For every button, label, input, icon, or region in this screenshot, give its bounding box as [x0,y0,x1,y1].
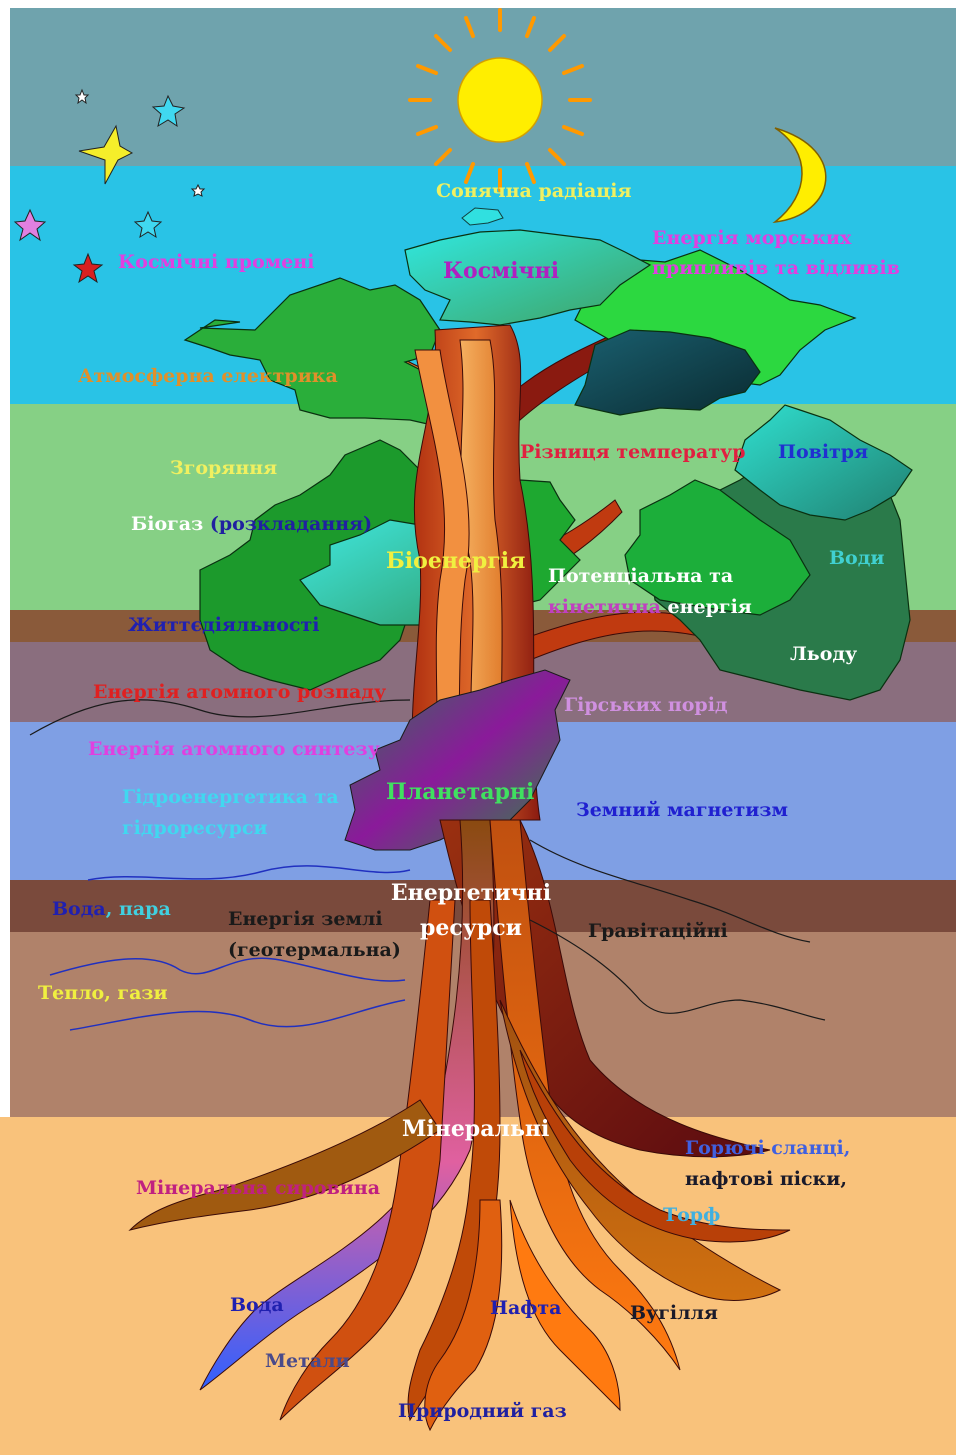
label-mineral: Мінеральні [402,1116,550,1142]
label-tidal-1: Енергія морських [652,227,852,249]
label-temperature-difference: Різниця температур [520,441,746,463]
star-icon [13,208,47,242]
label-heat-gases: Тепло, гази [38,982,168,1004]
label-potential-line: кінетична енергія [548,596,752,618]
star-icon [72,252,104,284]
label-biogas: Біогаз [131,513,204,535]
label-atomic-decay: Енергія атомного розпаду [93,681,387,703]
label-atmospheric-electricity: Атмосферна електрика [78,365,338,387]
label-coal: Вугілля [630,1302,718,1324]
label-cosmic-rays: Космічні промені [118,251,315,273]
cosmic-canopy [404,229,652,326]
stars [13,88,206,284]
label-biogas-line: Біогаз (розкладання) [131,513,372,535]
small-cloud [461,207,504,226]
label-planetary: Планетарні [386,779,535,805]
canopy [183,229,913,701]
label-water-steam-line: Вода, пара [52,898,171,920]
label-earth-magnetism: Земний магнетизм [576,799,788,821]
label-gravitational: Гравітаційні [588,920,728,942]
star-icon [78,124,134,185]
label-waters: Води [829,547,885,569]
label-hydro-1: Гідроенергетика та [122,786,339,808]
label-oil: Нафта [490,1297,562,1319]
label-air: Повітря [778,441,869,463]
label-cosmic: Космічні [443,258,560,284]
air-canopy [734,404,913,521]
label-combustion: Згоряння [170,457,278,479]
label-earth-energy-1: Енергія землі [228,908,383,930]
star-icon [133,210,163,239]
label-mineral-raw: Мінеральна сировина [136,1177,381,1199]
label-energy-resources-2: ресурси [420,915,522,941]
label-oil-shale-1: Горючі сланці, [685,1137,851,1159]
label-vital-activity: Життєдіяльності [128,614,320,636]
label-kinetic: кінетична [548,596,661,618]
label-solar-radiation: Сонячна радіація [436,180,632,202]
label-ice: Льоду [790,643,858,665]
label-hydro-2: гідроресурси [122,817,268,839]
label-rocks: Гірських порід [564,694,728,716]
label-peat: Торф [663,1204,721,1226]
star-icon [190,183,206,197]
label-bioenergy: Біоенергія [386,548,526,574]
label-tidal-2: припливів та відливів [652,257,900,279]
label-decomposition: (розкладання) [209,513,373,535]
star-icon [151,94,186,128]
label-root-water: Вода [230,1294,284,1316]
flow-lines [29,699,826,1031]
label-natural-gas: Природний газ [398,1400,567,1422]
label-metals: Метали [265,1350,350,1372]
label-atomic-fusion: Енергія атомного синтезу [88,738,380,760]
star-icon [74,88,90,105]
label-water: Вода [52,898,106,920]
water-canopy [624,479,811,616]
label-steam: , пара [105,898,171,920]
label-oil-shale-2: нафтові піски, [685,1168,847,1190]
roots [128,819,791,1432]
label-energy-word: енергія [660,596,752,618]
dark-canopy [574,329,761,416]
label-energy-resources-1: Енергетичні [390,880,552,906]
sun-icon [408,8,592,192]
label-potential-1: Потенціальна та [548,565,734,587]
moon-icon [772,127,827,224]
label-earth-energy-2: (геотермальна) [228,939,401,961]
